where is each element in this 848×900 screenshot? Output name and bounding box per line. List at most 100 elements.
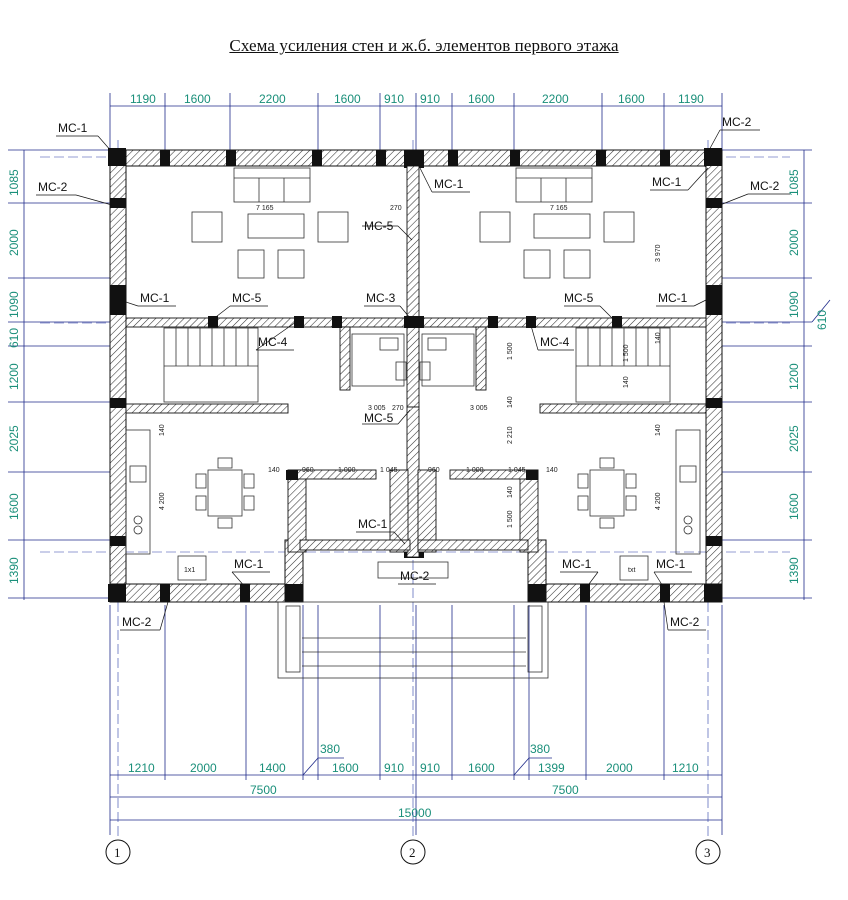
- dim-bottom-6: 910: [420, 761, 440, 775]
- axis-label-1: 1: [114, 845, 121, 860]
- dim-top-3: 2200: [259, 92, 286, 106]
- inner-dim-1045-right: 1 045: [508, 467, 526, 474]
- dim-left-1: 1085: [7, 169, 21, 196]
- dim-right-1: 1085: [787, 169, 801, 196]
- dim-bottom-extra-1: 380: [320, 742, 340, 756]
- dim-left-6: 2025: [7, 425, 21, 452]
- chair-right-1: [523, 249, 551, 279]
- inner-dim-3005-right: 3 005: [470, 405, 488, 412]
- inner-dim-140-c: 140: [268, 467, 280, 474]
- dim-bottom-extra-2: 380: [530, 742, 550, 756]
- table-right: [533, 213, 591, 239]
- tag-ms1-top-left: МС-1: [58, 121, 88, 135]
- tag-ms2-bottom-right: МС-2: [670, 615, 700, 629]
- tag-ms5-left: МС-5: [232, 291, 262, 305]
- inner-dim-140-e: 140: [507, 396, 514, 408]
- inner-dim-1500-a: 1 500: [507, 342, 514, 360]
- inner-dim-140-g: 140: [655, 332, 662, 344]
- dim-top-2: 1600: [184, 92, 211, 106]
- tag-ms4-left: МС-4: [258, 335, 288, 349]
- dim-left-4: 610: [7, 328, 21, 348]
- tag-ms5-center-top: МС-5: [364, 219, 394, 233]
- tag-ms2-bottom-left: МС-2: [122, 615, 152, 629]
- inner-dim-7165-right: 7 165: [550, 205, 568, 212]
- chair-left-2: [277, 249, 305, 279]
- dim-right-extra: 610: [815, 310, 829, 330]
- armchair-left-1: [191, 211, 223, 243]
- inner-dim-1000-right: 1 000: [466, 467, 484, 474]
- tag-labels: МС-1 МС-2 МС-1 МС-5 МС-4 МС-3 МС-5 МС-5 …: [38, 115, 780, 629]
- dim-overall-left: 7500: [250, 783, 277, 797]
- inner-dim-140-d: 140: [546, 467, 558, 474]
- kitchen-counter-right: [675, 429, 701, 555]
- left-dimension-labels: 1085 2000 1090 610 1200 2025 1600 1390: [7, 169, 21, 584]
- axis-bubble-3: [695, 839, 721, 865]
- bathroom-fixture: [351, 333, 405, 387]
- tag-ms1-bottom-left: МС-1: [234, 557, 264, 571]
- inner-dim-1045-left: 1 045: [380, 467, 398, 474]
- inner-dim-4200-right: 4 200: [655, 492, 662, 510]
- furniture-left: [125, 167, 407, 581]
- kitchen-counter-left: [125, 429, 151, 555]
- top-dimension-chain: [109, 93, 723, 150]
- dim-top-9: 1600: [618, 92, 645, 106]
- left-dimension-chain: [8, 149, 110, 600]
- page-title: Схема усиления стен и ж.б. элементов пер…: [229, 36, 619, 55]
- inner-dim-3970: 3 970: [655, 244, 662, 262]
- axis-bubble-2: [400, 839, 426, 865]
- table-left: [247, 213, 305, 239]
- armchair-left-2: [317, 211, 349, 243]
- tag-leaders: [36, 129, 790, 631]
- inner-dim-2210: 2 210: [507, 426, 514, 444]
- dim-bottom-2: 2000: [190, 761, 217, 775]
- inner-dim-140-b: 140: [655, 424, 662, 436]
- inner-dim-270-top: 270: [390, 205, 402, 212]
- inner-dim-960-left: 960: [302, 467, 314, 474]
- inner-dim-960-right: 960: [428, 467, 440, 474]
- right-dimension-chain: [722, 149, 831, 600]
- dim-bottom-9: 2000: [606, 761, 633, 775]
- appliance-right: [619, 555, 649, 581]
- dim-overall-right: 7500: [552, 783, 579, 797]
- tag-ms1-bottom-right-a: МС-1: [562, 557, 592, 571]
- top-dimension-labels: 1190 1600 2200 1600 910 910 1600 2200 16…: [130, 92, 704, 106]
- armchair-right-1: [479, 211, 511, 243]
- dim-left-5: 1200: [7, 363, 21, 390]
- inner-dim-3005-left: 3 005: [368, 405, 386, 412]
- tag-ms2-left: МС-2: [38, 180, 68, 194]
- axis-label-2: 2: [409, 845, 416, 860]
- appliance-left: [177, 555, 207, 581]
- tag-ms2-top-right: МС-2: [722, 115, 752, 129]
- chair-left-1: [237, 249, 265, 279]
- inner-dimension-labels: 7 165 7 165 270 270 3 970 3 005 3 005 14…: [159, 205, 662, 528]
- inner-wall-blocks: [208, 316, 622, 480]
- tag-ms1-right-top: МС-1: [652, 175, 682, 189]
- dim-right-6: 1600: [787, 493, 801, 520]
- chair-right-2: [563, 249, 591, 279]
- inner-dim-7165-left: 7 165: [256, 205, 274, 212]
- dim-right-4: 1200: [787, 363, 801, 390]
- bottom-dimension-chain: [109, 605, 723, 835]
- tag-ms2-bottom-center: МС-2: [400, 569, 430, 583]
- dim-left-2: 2000: [7, 229, 21, 256]
- axis-label-3: 3: [704, 845, 711, 860]
- inner-dim-1000-left: 1 000: [338, 467, 356, 474]
- dim-overall-total: 15000: [398, 806, 432, 820]
- axis-bubble-1: [105, 839, 131, 865]
- tag-ms5-center-mid: МС-5: [364, 411, 394, 425]
- dim-bottom-8: 1399: [538, 761, 565, 775]
- tag-ms4-right: МС-4: [540, 335, 570, 349]
- right-dimension-labels: 1085 2000 1090 1200 2025 1600 1390 610: [787, 169, 829, 584]
- fixture-label-left: 1x1: [184, 567, 195, 574]
- tag-ms5-right: МС-5: [564, 291, 594, 305]
- dining-table-left: [207, 469, 243, 517]
- dim-left-8: 1390: [7, 557, 21, 584]
- dim-left-3: 1090: [7, 291, 21, 318]
- inner-dim-140-a: 140: [159, 424, 166, 436]
- sofa-left: [233, 167, 311, 203]
- dim-bottom-3: 1400: [259, 761, 286, 775]
- bottom-dimension-labels: 1210 2000 1400 1600 910 910 1600 1399 20…: [128, 742, 699, 820]
- dim-top-1: 1190: [130, 92, 156, 106]
- stairs-left: [163, 327, 259, 403]
